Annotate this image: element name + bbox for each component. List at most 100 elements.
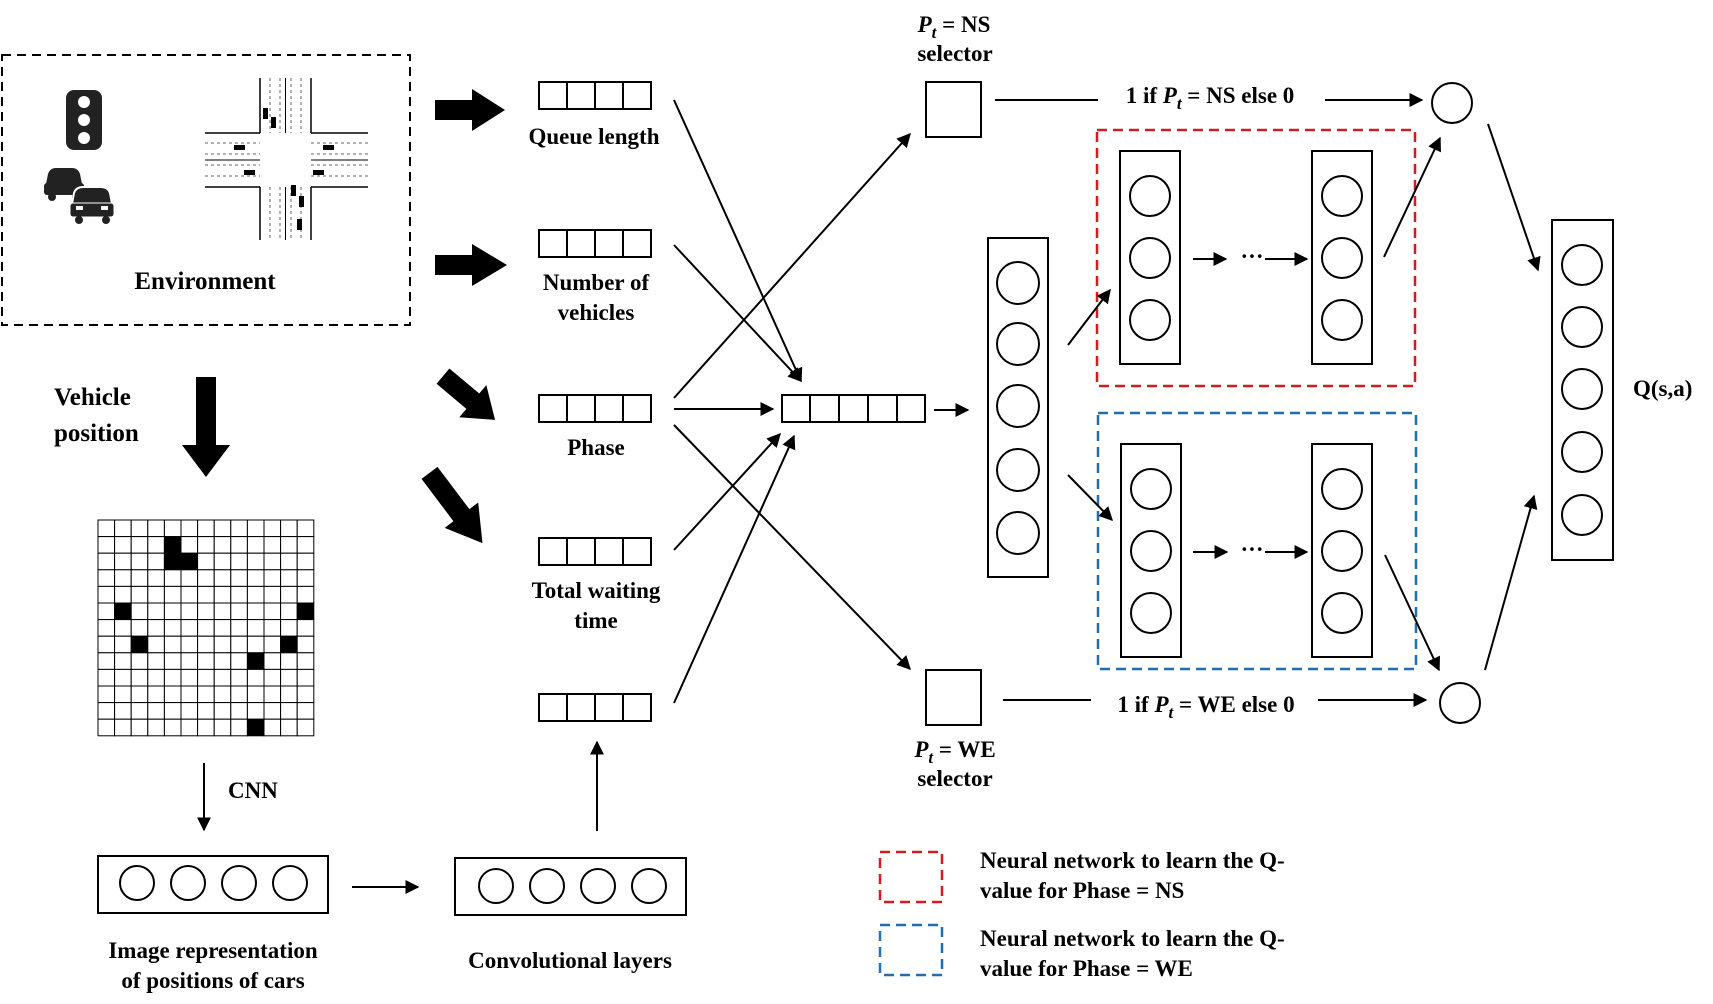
grid-cell — [147, 685, 165, 704]
grid-cell — [180, 685, 199, 704]
grid-cell — [280, 668, 298, 687]
grid-cell — [263, 619, 282, 637]
grid-cell — [180, 536, 199, 554]
grid-cell — [280, 685, 298, 704]
grid-cell — [263, 685, 282, 704]
output-neuron — [1561, 244, 1603, 286]
we-layer-n-neuron — [1321, 592, 1363, 634]
cnn-label: CNN — [228, 778, 278, 803]
shared-neuron — [996, 384, 1040, 428]
we-layer-n-neuron — [1321, 530, 1363, 572]
grid-cell — [213, 536, 232, 554]
grid-cell — [147, 718, 165, 737]
grid-cell — [280, 718, 298, 737]
grid-cell — [280, 569, 298, 587]
grid-cell — [130, 552, 149, 571]
image-representation-box — [97, 855, 329, 914]
grid-cell — [296, 702, 315, 720]
grid-cell — [280, 585, 298, 604]
output-layer — [1551, 219, 1614, 561]
grid-cell — [263, 569, 282, 587]
grid-cell — [230, 685, 248, 704]
grid-cell — [280, 519, 298, 538]
grid-cell — [246, 619, 265, 637]
arrow-ns-gate-to-output — [1487, 123, 1541, 272]
grid-cell — [130, 668, 149, 687]
ns-layer-1-neuron — [1129, 175, 1171, 217]
grid-cell — [246, 702, 265, 720]
arrow-we-subnet-to-gate — [1384, 554, 1440, 672]
image-repr-neuron — [272, 865, 308, 901]
cnn-feature-vector — [538, 693, 652, 722]
grid-cell — [147, 668, 165, 687]
queue-length-vector — [538, 81, 652, 110]
arrow-shared-to-ns — [1067, 288, 1111, 346]
ns-ellipsis: ··· — [1240, 244, 1263, 269]
we-layer-n — [1311, 443, 1373, 658]
grid-cell — [97, 519, 116, 538]
grid-cell — [246, 519, 265, 538]
grid-cell — [114, 652, 132, 670]
grid-cell — [114, 702, 132, 720]
grid-cell — [114, 585, 132, 604]
ns-layer-n-neuron — [1321, 299, 1363, 341]
arrow-we-gate-to-output — [1484, 494, 1538, 671]
grid-cell — [180, 519, 199, 538]
grid-cell — [163, 652, 182, 670]
grid-cell — [114, 635, 132, 654]
input-connection-arrows — [673, 99, 970, 704]
arrow-shared-to-we — [1067, 474, 1113, 522]
grid-cell — [197, 585, 215, 604]
grid-cell — [197, 702, 215, 720]
grid-cell — [147, 652, 165, 670]
ns-layer-1-neuron — [1129, 299, 1171, 341]
grid-cell — [97, 552, 116, 571]
grid-cell-occupied — [246, 652, 265, 670]
grid-cell — [263, 652, 282, 670]
total-waiting-time-line2: time — [574, 608, 617, 633]
car-icon — [44, 168, 115, 224]
grid-cell — [163, 619, 182, 637]
convolutional-layers-box — [454, 857, 687, 916]
grid-cell-occupied — [246, 718, 265, 737]
conv-neuron — [580, 868, 616, 904]
phase-label: Phase — [567, 435, 625, 460]
grid-cell — [97, 718, 116, 737]
grid-cell — [263, 668, 282, 687]
legend-we-line2: value for Phase = WE — [980, 956, 1193, 981]
ns-gate-label: 1 if Pt = NS else 0 — [1126, 83, 1295, 113]
we-layer-n-neuron — [1321, 468, 1363, 510]
legend-ns-line1: Neural network to learn the Q- — [980, 848, 1285, 873]
grid-cell — [163, 569, 182, 587]
grid-cell — [147, 569, 165, 587]
grid-cell — [114, 552, 132, 571]
grid-cell — [263, 635, 282, 654]
we-layer-1-neuron — [1130, 468, 1172, 510]
grid-cell — [213, 552, 232, 571]
grid-cell — [296, 569, 315, 587]
grid-cell — [147, 635, 165, 654]
number-of-vehicles-line1: Number of — [543, 270, 650, 295]
block-arrow-phase — [436, 368, 496, 420]
ns-layer-n-neuron — [1321, 237, 1363, 279]
ns-selector-line2: selector — [917, 41, 992, 66]
intersection-icon — [205, 78, 368, 240]
grid-cell — [296, 619, 315, 637]
grid-cell — [97, 668, 116, 687]
shared-neuron — [996, 448, 1040, 492]
grid-cell — [97, 652, 116, 670]
grid-cell — [280, 536, 298, 554]
grid-cell — [230, 536, 248, 554]
grid-cell — [263, 585, 282, 604]
grid-cell — [163, 685, 182, 704]
grid-cell — [180, 652, 199, 670]
grid-cell — [230, 652, 248, 670]
grid-cell — [97, 635, 116, 654]
grid-cell — [197, 519, 215, 538]
grid-cell — [163, 635, 182, 654]
grid-cell — [230, 718, 248, 737]
grid-cell — [263, 552, 282, 571]
grid-cell — [163, 519, 182, 538]
grid-cell — [213, 718, 232, 737]
